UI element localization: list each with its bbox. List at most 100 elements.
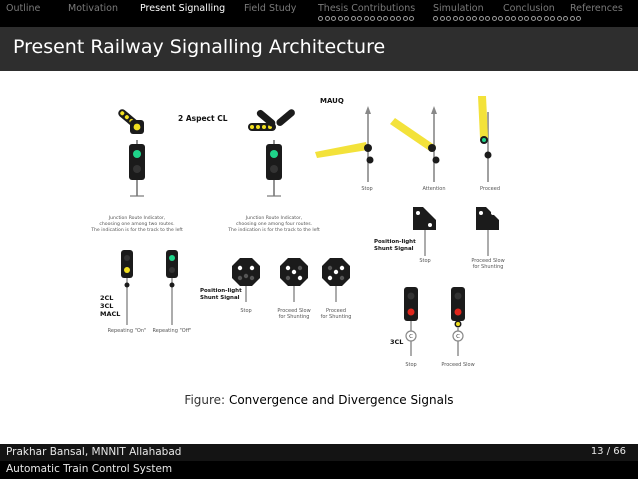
caption-label: Figure: <box>184 393 226 407</box>
two-aspect-label: 2 Aspect CL <box>178 114 228 123</box>
nav-progress-dot[interactable] <box>537 16 542 21</box>
semaphore-stop <box>315 106 374 182</box>
repeating-on-label: Repeating "On" <box>108 328 147 334</box>
disc-slow-label-2: for Shunting <box>473 264 504 270</box>
nav-progress-dot[interactable] <box>396 16 401 21</box>
frame-title-bar: Present Railway Signalling Architecture <box>0 27 638 71</box>
jri-left-line2: choosing one among two routes. <box>99 221 174 227</box>
nav-progress-dot[interactable] <box>318 16 323 21</box>
footer-short-title: Automatic Train Control System <box>6 463 173 475</box>
nav-progress-dot[interactable] <box>511 16 516 21</box>
nav-progress-dot[interactable] <box>439 16 445 21</box>
signals-figure: 2 Aspect CL Junction Route Indicator, ch… <box>90 96 505 368</box>
nav-progress-dot[interactable] <box>491 16 497 21</box>
nav-progress-dot[interactable] <box>337 16 343 21</box>
nav-progress-dot[interactable] <box>472 16 477 21</box>
pl-shunt-stop <box>232 258 260 302</box>
footer-page-number: 13 / 66 <box>590 446 626 457</box>
pl-shunt-slow <box>280 258 308 302</box>
footer-author-bar: Prakhar Bansal, MNNIT Allahabad 13 / 66 <box>0 444 638 461</box>
pl-right-title-1: Position-light <box>374 239 416 245</box>
repeating-off-signal <box>166 250 178 325</box>
nav-progress-dot[interactable] <box>524 16 529 21</box>
disc-shunt-slow <box>476 207 499 256</box>
semaphore-proceed <box>478 96 492 182</box>
nav-item-outline[interactable]: Outline <box>6 3 41 14</box>
nav-progress-dot[interactable] <box>465 16 471 21</box>
nav-progress-dot[interactable] <box>344 16 349 21</box>
nav-progress-dot[interactable] <box>324 16 330 21</box>
jri-left-line3: The indication is for the track to the l… <box>90 227 183 233</box>
nav-item-present-signalling[interactable]: Present Signalling <box>140 3 226 14</box>
nav-progress-dot[interactable] <box>485 16 490 21</box>
three-cl-stop: C <box>404 287 418 356</box>
nav-progress-dot[interactable] <box>504 16 510 21</box>
thesis-progress-dots[interactable] <box>318 16 414 23</box>
nav-progress-dot[interactable] <box>478 16 484 21</box>
disc-shunt-stop <box>413 207 436 256</box>
nav-progress-dot[interactable] <box>433 16 438 21</box>
semaphore-attention <box>390 106 440 182</box>
repeating-on-signal <box>121 250 133 325</box>
nav-progress-dot[interactable] <box>409 16 414 21</box>
semaphore-proceed-label: Proceed <box>480 186 500 192</box>
nav-progress-dot[interactable] <box>550 16 555 21</box>
jri-right-line1: Junction Route Indicator, <box>245 215 303 221</box>
nav-progress-dot[interactable] <box>498 16 503 21</box>
simulation-progress-dots[interactable] <box>433 16 581 23</box>
nav-progress-dot[interactable] <box>452 16 458 21</box>
nav-progress-dot[interactable] <box>459 16 464 21</box>
pl-slow-label-2: for Shunting <box>279 314 310 320</box>
nav-progress-dot[interactable] <box>331 16 336 21</box>
pl-right-title-2: Shunt Signal <box>374 246 414 252</box>
nav-progress-dot[interactable] <box>370 16 375 21</box>
nav-progress-dot[interactable] <box>446 16 451 21</box>
pl-shunt-proceed <box>322 258 350 302</box>
nav-item-thesis-contributions[interactable]: Thesis Contributions <box>318 3 416 14</box>
nav-progress-dot[interactable] <box>563 16 568 21</box>
label-macl: MACL <box>100 310 120 318</box>
nav-item-references[interactable]: References <box>570 3 623 14</box>
nav-item-conclusion[interactable]: Conclusion <box>503 3 555 14</box>
pl-stop-label: Stop <box>240 308 251 314</box>
three-cl-slow-label: Proceed Slow <box>441 362 474 368</box>
three-cl-stop-label: Stop <box>405 362 416 368</box>
nav-progress-dot[interactable] <box>350 16 356 21</box>
calling-on-indicator-slow: C <box>456 334 460 340</box>
pl-slow-label-1: Proceed Slow <box>277 308 310 314</box>
semaphore-attention-label: Attention <box>422 186 445 192</box>
label-2cl: 2CL <box>100 294 113 302</box>
jri-right-line3: The indication is for the track to the l… <box>227 227 320 233</box>
jri-right-line2: choosing one among four routes. <box>236 221 312 227</box>
nav-progress-dot[interactable] <box>376 16 382 21</box>
jri-left-line1: Junction Route Indicator, <box>108 215 166 221</box>
disc-stop-label: Stop <box>419 258 430 264</box>
three-cl-right-label: 3CL <box>390 338 403 346</box>
mauq-label: MAUQ <box>320 97 344 105</box>
nav-progress-dot[interactable] <box>389 16 395 21</box>
figure-caption: Figure: Convergence and Divergence Signa… <box>0 393 638 407</box>
nav-progress-dot[interactable] <box>402 16 408 21</box>
footer-author: Prakhar Bansal, MNNIT Allahabad <box>6 446 182 458</box>
nav-progress-dot[interactable] <box>357 16 362 21</box>
pl-proceed-label-1: Proceed <box>326 308 346 314</box>
nav-progress-dot[interactable] <box>576 16 581 21</box>
pl-proceed-label-2: for Shunting <box>321 314 352 320</box>
pl-left-title-1: Position-light <box>200 288 242 294</box>
three-cl-slow: C <box>451 287 465 356</box>
nav-item-simulation[interactable]: Simulation <box>433 3 484 14</box>
nav-progress-dot[interactable] <box>543 16 549 21</box>
nav-progress-dot[interactable] <box>556 16 562 21</box>
label-3cl: 3CL <box>100 302 113 310</box>
nav-item-motivation[interactable]: Motivation <box>68 3 119 14</box>
two-aspect-signal-left <box>118 109 145 197</box>
nav-progress-dot[interactable] <box>383 16 388 21</box>
nav-progress-dot[interactable] <box>569 16 575 21</box>
nav-item-field-study[interactable]: Field Study <box>244 3 297 14</box>
nav-progress-dot[interactable] <box>363 16 369 21</box>
nav-progress-dot[interactable] <box>530 16 536 21</box>
semaphore-stop-label: Stop <box>361 186 372 192</box>
section-navigation: Outline Motivation Present Signalling Fi… <box>0 0 638 27</box>
calling-on-indicator-stop: C <box>409 334 413 340</box>
nav-progress-dot[interactable] <box>517 16 523 21</box>
